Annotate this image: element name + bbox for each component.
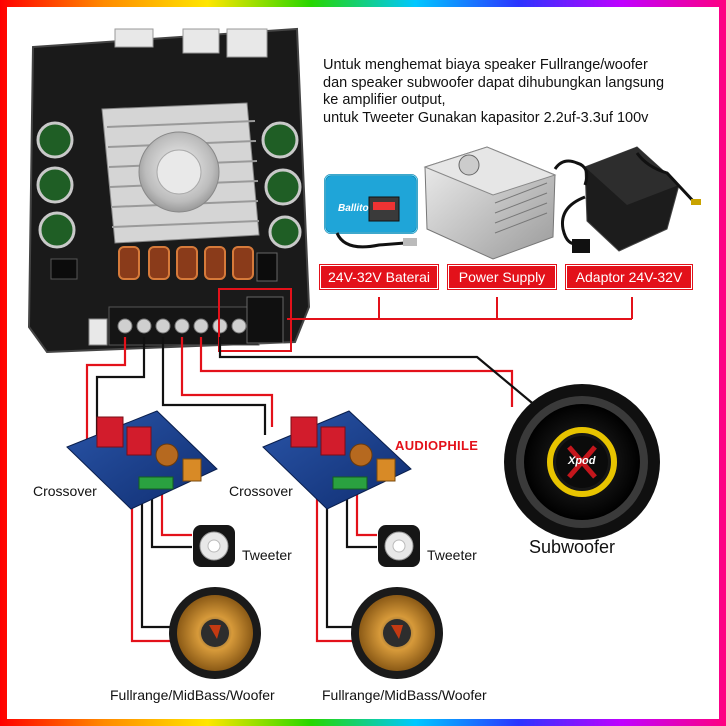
description-line: dan speaker subwoofer dapat dihubungkan … (323, 75, 664, 93)
audio-jack (89, 319, 107, 345)
connector-header (115, 29, 153, 47)
watermark-logo: AUDIOPHILE (395, 438, 478, 453)
description-line: ke amplifier output, (323, 92, 664, 110)
chip (51, 259, 77, 279)
description-line: Untuk menghemat biaya speaker Fullrange/… (323, 57, 664, 75)
woofer-left-icon (169, 587, 261, 679)
battery-brand-label: Ballito (338, 203, 369, 214)
power-wiring (287, 297, 632, 319)
connector-header (227, 29, 267, 57)
power-input-jack (247, 297, 283, 343)
woofer-left-label: Fullrange/MidBass/Woofer (110, 687, 275, 703)
connector-header (183, 29, 219, 53)
regulator (257, 253, 277, 281)
woofer-right-icon (351, 587, 443, 679)
battery-label: 24V-32V Baterai (320, 265, 438, 289)
power-supply-label: Power Supply (448, 265, 556, 289)
heatsink (102, 103, 259, 243)
woofer-right-label: Fullrange/MidBass/Woofer (322, 687, 487, 703)
description-line: untuk Tweeter Gunakan kapasitor 2.2uf-3.… (323, 110, 664, 128)
diagram-canvas: Untuk menghemat biaya speaker Fullrange/… (7, 7, 719, 719)
crossover-left-label: Crossover (33, 483, 97, 499)
crossover-right-label: Crossover (229, 483, 293, 499)
tweeter-right-icon (378, 525, 420, 567)
terminal-block (109, 307, 259, 345)
tweeter-left-label: Tweeter (242, 547, 292, 563)
tweeter-right-label: Tweeter (427, 547, 477, 563)
subwoofer-label: Subwoofer (529, 537, 615, 558)
adaptor-label: Adaptor 24V-32V (566, 265, 692, 289)
amplifier-board (29, 29, 309, 352)
subwoofer-brand-label: Xpod (568, 455, 596, 467)
inductors (119, 247, 253, 279)
power-supply (425, 147, 555, 259)
description-text: Untuk menghemat biaya speaker Fullrange/… (323, 57, 664, 127)
adaptor (555, 147, 701, 253)
tweeter-left-icon (193, 525, 235, 567)
